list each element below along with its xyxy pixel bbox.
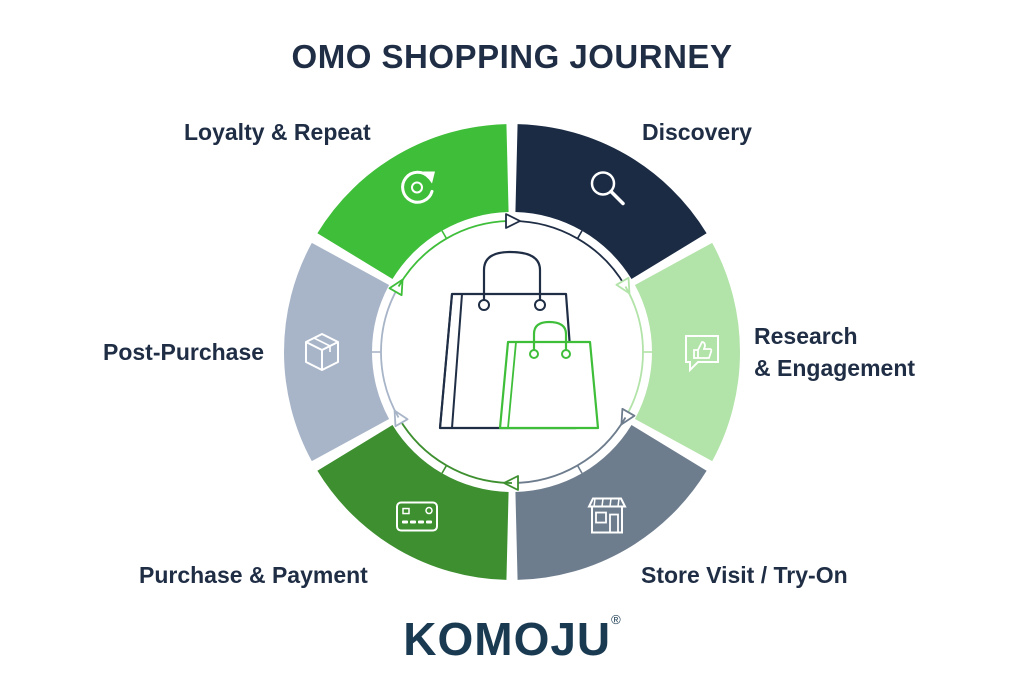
ring-tick: [441, 465, 448, 474]
diagram-title: OMO SHOPPING JOURNEY: [291, 38, 733, 75]
magnifier-icon: [590, 171, 625, 206]
ring-tick: [441, 230, 448, 239]
storefront-icon: [587, 497, 627, 534]
credit-card-icon: [396, 501, 438, 532]
ring-arc-research: [624, 286, 644, 418]
ring-arc-store-visit: [511, 417, 627, 484]
stage-label-post-purchase: Post-Purchase: [103, 339, 265, 365]
stage-label-research-line1: Research: [754, 323, 858, 349]
stage-label-research-line2: & Engagement: [754, 355, 916, 381]
stage-segment-post-purchase: [284, 242, 390, 462]
logo-registered-mark: ®: [611, 612, 621, 627]
shopping-bags-icon: [438, 250, 600, 430]
package-box-icon: [305, 333, 339, 371]
flow-arrow-icon: [505, 213, 521, 229]
ring-tick: [576, 230, 583, 239]
thumbs-up-chat-icon: [685, 335, 719, 373]
ring-arc-discovery: [511, 220, 627, 287]
stage-label-store-visit: Store Visit / Try-On: [641, 562, 848, 588]
ring-arc-post-purchase: [380, 286, 400, 418]
flow-arrow-icon: [620, 407, 636, 426]
komoju-logo: KOMOJU®: [0, 612, 1024, 666]
logo-text: KOMOJU: [403, 613, 612, 665]
stage-label-purchase: Purchase & Payment: [139, 562, 368, 588]
flow-arrow-icon: [388, 278, 404, 297]
stage-label-loyalty: Loyalty & Repeat: [184, 119, 371, 145]
ring-arc-purchase: [397, 417, 513, 484]
stage-segment-research: [634, 242, 741, 462]
stage-label-discovery: Discovery: [642, 119, 752, 145]
repeat-arrow-icon: [401, 170, 435, 204]
stage-segment-discovery: [515, 124, 707, 280]
ring-tick: [576, 465, 583, 474]
ring-arc-loyalty: [397, 220, 513, 287]
